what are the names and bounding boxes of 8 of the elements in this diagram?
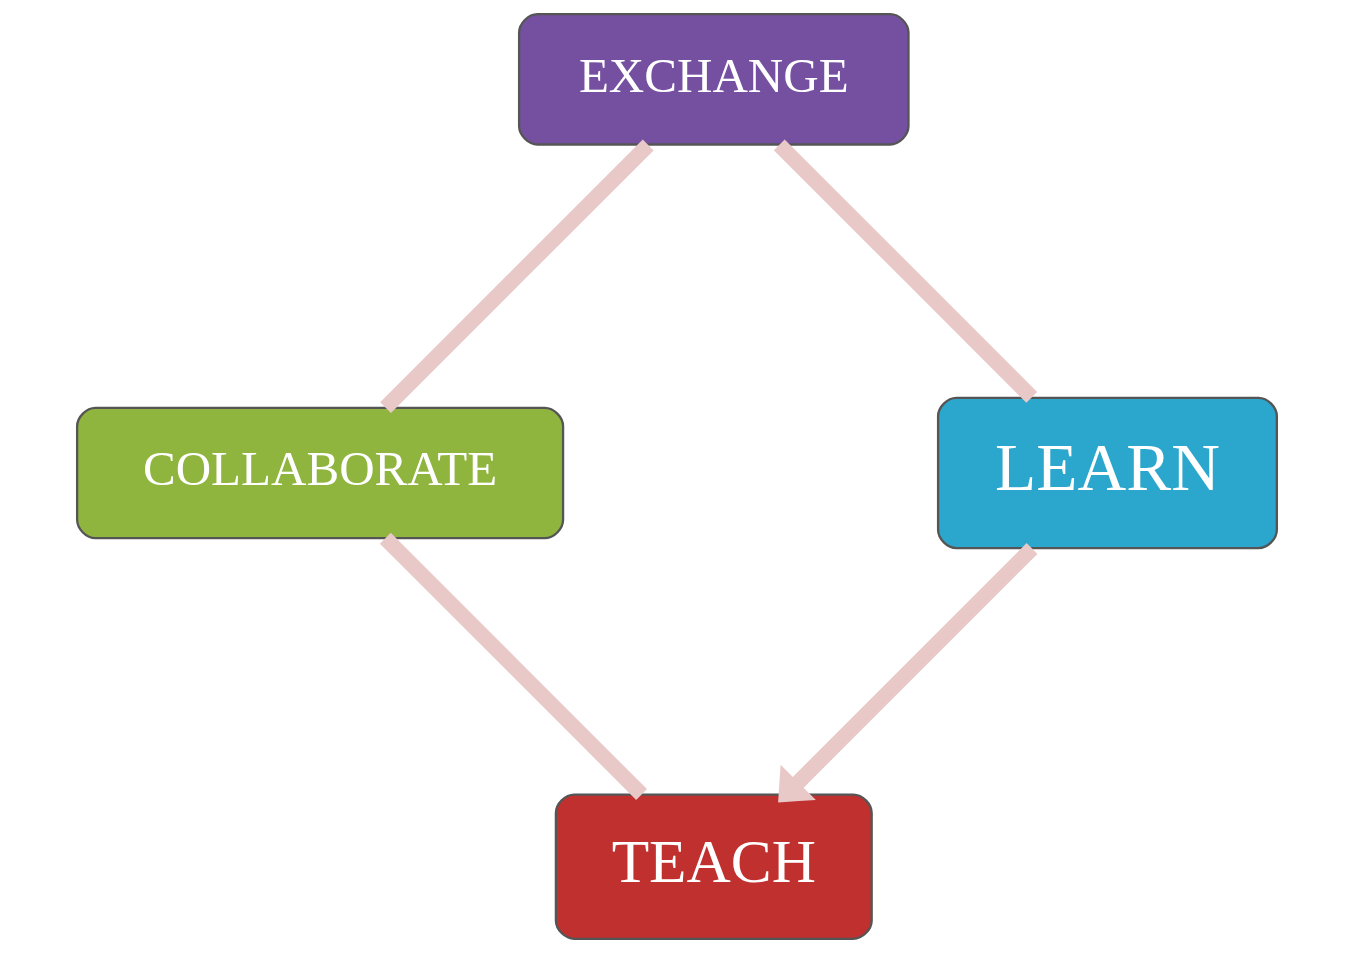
connector: [773, 139, 1037, 403]
connector: [379, 532, 647, 800]
node-box: TEACH: [554, 793, 873, 940]
node-box: EXCHANGE: [517, 13, 910, 146]
node-box: COLLABORATE: [75, 406, 564, 540]
node-box: LEARN: [936, 396, 1278, 550]
connector: [379, 139, 654, 413]
arrow: [777, 543, 1037, 803]
